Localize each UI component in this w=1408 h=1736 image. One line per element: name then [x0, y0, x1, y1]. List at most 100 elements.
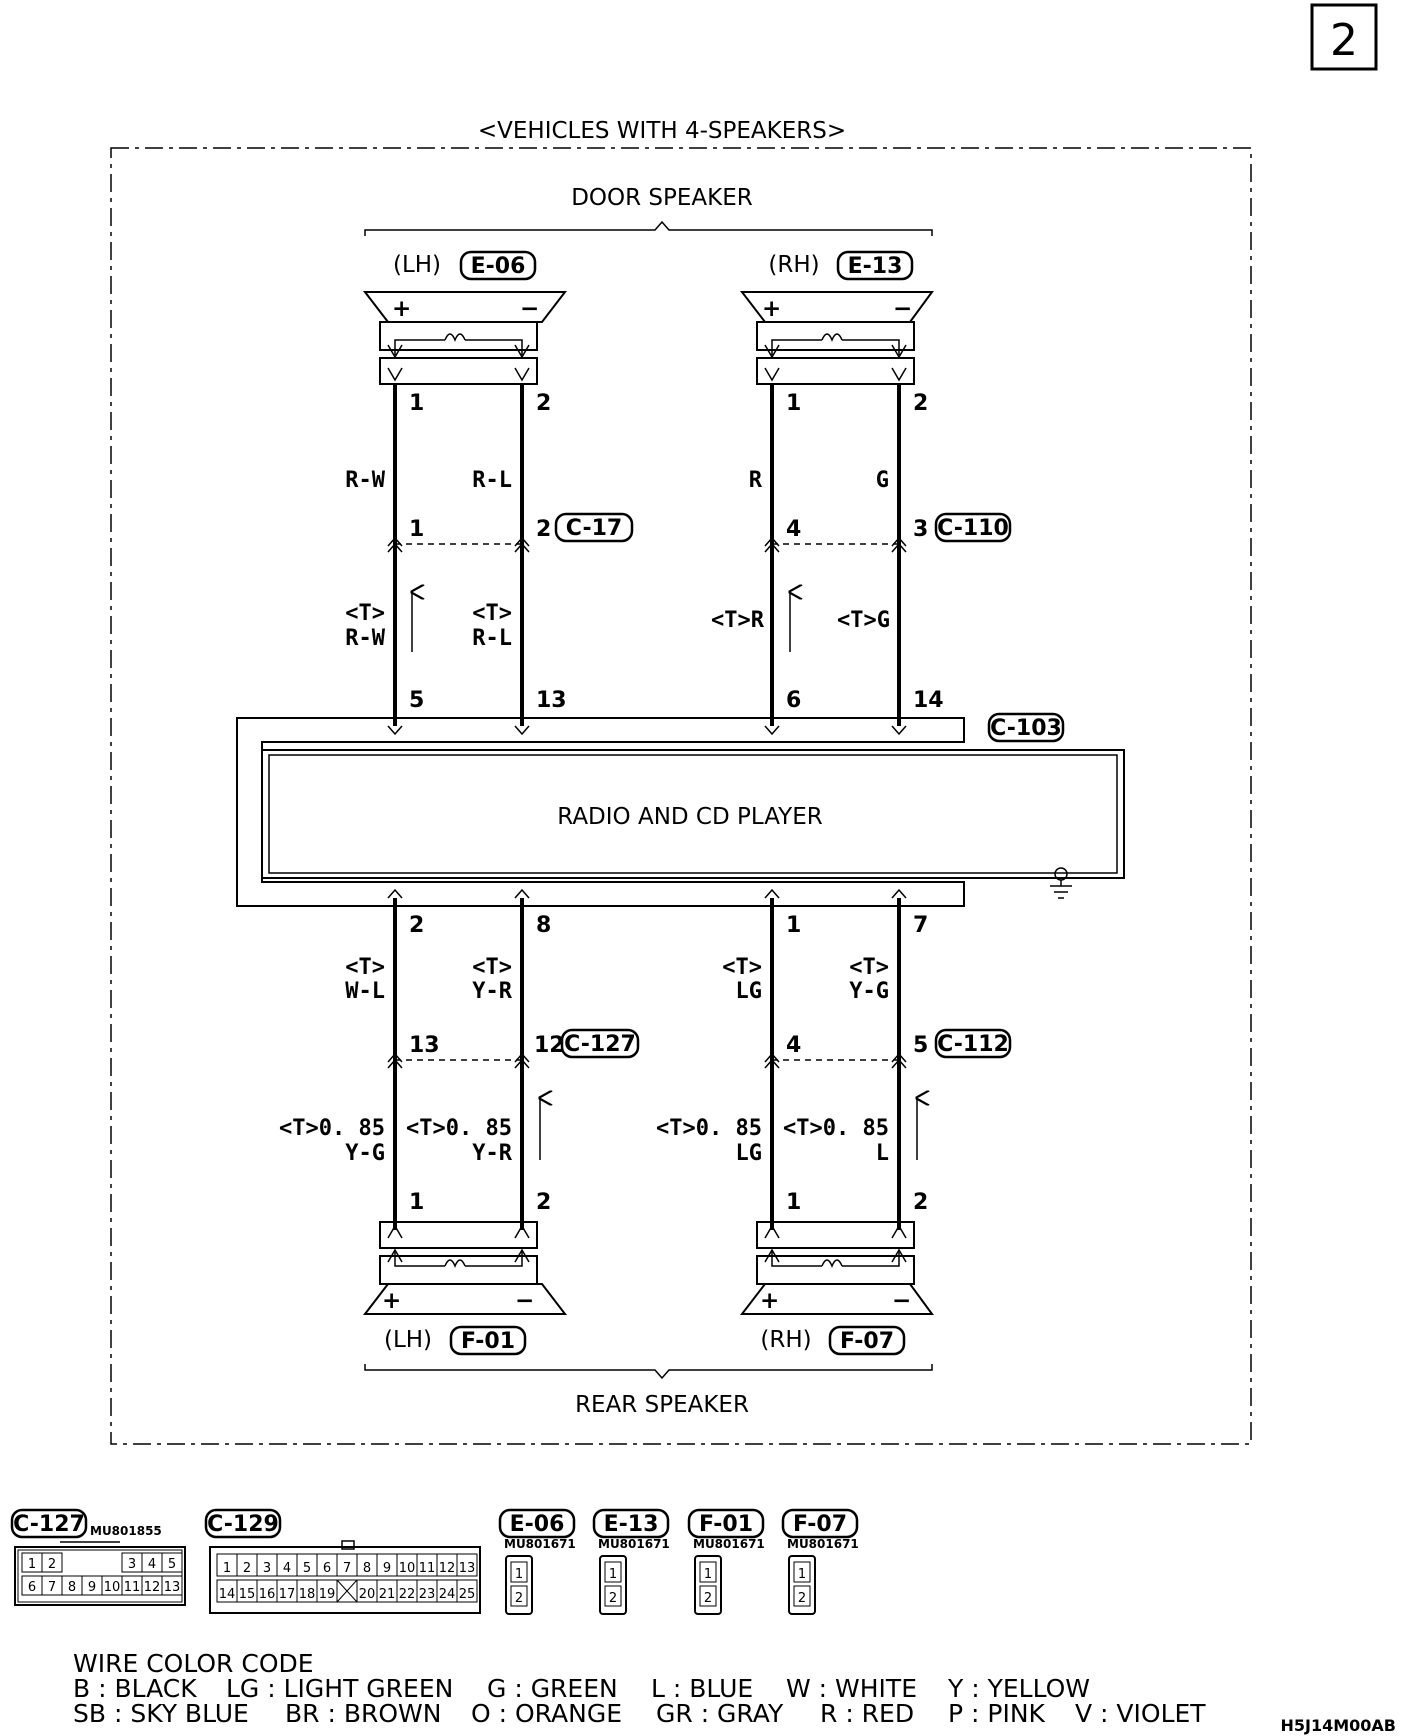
- svg-text:11: 11: [124, 1580, 141, 1595]
- unit-pin-1: 1: [786, 913, 801, 938]
- c129-pin-2: 2: [236, 1553, 258, 1577]
- c129-pin-14: 14: [216, 1579, 238, 1603]
- svg-text:2: 2: [515, 1591, 523, 1606]
- rear-rh-wire-a: <T>0. 85: [656, 1116, 762, 1141]
- svg-text:2: 2: [243, 1561, 251, 1576]
- c127-pin-9: 9: [81, 1575, 103, 1596]
- small-connector-part: MU801671: [787, 1537, 859, 1551]
- c129-name: C-129: [207, 1512, 279, 1537]
- small-connector-name: F-01: [699, 1512, 753, 1537]
- unit-pin-5: 5: [409, 688, 424, 713]
- wire-code-r: R : RED: [820, 1699, 914, 1728]
- c129-pin-6: 6: [316, 1553, 338, 1577]
- rear-speaker-brace: [364, 1364, 933, 1380]
- small-e-13-pin-2: 2: [604, 1585, 622, 1607]
- wire-code-y: Y : YELLOW: [947, 1674, 1090, 1703]
- rear-lh-minus: −: [515, 1288, 534, 1314]
- rear-rh-side: (RH): [760, 1327, 811, 1353]
- wire-code-b: B : BLACK: [73, 1674, 197, 1703]
- rear-lh-wire-b2: Y-R: [472, 1141, 512, 1166]
- door-lh-wire-b: R-L: [472, 468, 512, 493]
- rear-rh-wire-b2: L: [876, 1141, 889, 1166]
- svg-text:9: 9: [383, 1561, 391, 1576]
- jc127-pin-b: 12: [534, 1033, 565, 1058]
- c127-name: C-127: [13, 1512, 85, 1537]
- small-connectors: E-06MU80167112E-13MU80167112F-01MU801671…: [498, 1508, 859, 1615]
- door-lh-twire-b: <T>: [472, 601, 512, 626]
- door-lh-twire-a2: R-W: [345, 626, 385, 651]
- unit-label: RADIO AND CD PLAYER: [557, 804, 822, 830]
- small-connector-name: E-13: [604, 1512, 659, 1537]
- c129-pin-20: 20: [356, 1579, 378, 1603]
- svg-text:1: 1: [223, 1561, 231, 1576]
- svg-text:24: 24: [439, 1587, 456, 1602]
- c127-pin-12: 12: [141, 1575, 163, 1596]
- unit-pin-8: 8: [536, 913, 551, 938]
- door-lh-pin-b: 2: [536, 391, 551, 416]
- svg-text:6: 6: [28, 1580, 36, 1595]
- door-rh-connector: E-13: [848, 254, 903, 279]
- c127-pin-10: 10: [101, 1575, 123, 1596]
- wire-code-g: G : GREEN: [487, 1674, 618, 1703]
- svg-text:3: 3: [128, 1557, 136, 1572]
- jc112-connector: C-112: [937, 1032, 1009, 1057]
- door-lh-plus: +: [392, 296, 411, 322]
- svg-text:10: 10: [399, 1561, 416, 1576]
- svg-text:19: 19: [319, 1587, 336, 1602]
- lower-labels: 2 8 1 7 <T> W-L <T> Y-R <T> LG <T> Y-G 1…: [279, 913, 1012, 1215]
- door-lh-twire-b2: R-L: [472, 626, 512, 651]
- rear-lh-twire-b2: Y-R: [472, 979, 512, 1004]
- svg-text:13: 13: [459, 1561, 476, 1576]
- rear-lh-pin-a: 1: [409, 1190, 424, 1215]
- svg-text:1: 1: [28, 1557, 36, 1572]
- c127-part: MU801855: [90, 1524, 162, 1538]
- section-title: <VEHICLES WITH 4-SPEAKERS>: [478, 118, 846, 144]
- door-rh-pin-b: 2: [913, 391, 928, 416]
- rear-lh-wire-b: <T>0. 85: [406, 1116, 512, 1141]
- c127-pin-3: 3: [121, 1552, 143, 1573]
- unit-connector: C-103: [990, 716, 1062, 741]
- svg-text:25: 25: [459, 1587, 476, 1602]
- svg-text:2: 2: [609, 1591, 617, 1606]
- c127-pin-5: 5: [161, 1552, 183, 1573]
- svg-text:2: 2: [704, 1591, 712, 1606]
- svg-text:17: 17: [279, 1587, 296, 1602]
- jc17-pin-b: 2: [536, 517, 551, 542]
- vehicle-variant-frame: [110, 147, 1252, 1445]
- svg-text:4: 4: [148, 1557, 156, 1572]
- rear-speaker-title: REAR SPEAKER: [575, 1392, 749, 1418]
- rear-rh-twire-a2: LG: [736, 979, 763, 1004]
- page-number-box: 2: [1310, 3, 1378, 71]
- rear-lh-side: (LH): [384, 1327, 432, 1353]
- door-lh-pin-a: 1: [409, 391, 424, 416]
- svg-text:8: 8: [68, 1580, 76, 1595]
- svg-text:15: 15: [239, 1587, 256, 1602]
- wire-color-code: WIRE COLOR CODE B : BLACK LG : LIGHT GRE…: [73, 1649, 1206, 1728]
- rear-lh-wire-a2: Y-G: [345, 1141, 385, 1166]
- wire-code-p: P : PINK: [948, 1699, 1046, 1728]
- rear-rh-minus: −: [892, 1288, 911, 1314]
- c129-pin-19: 19: [316, 1579, 338, 1603]
- unit-pin-2: 2: [409, 913, 424, 938]
- small-connector-part: MU801671: [598, 1537, 670, 1551]
- svg-text:11: 11: [419, 1561, 436, 1576]
- svg-text:2: 2: [48, 1557, 56, 1572]
- rear-speaker-rh: + − (RH) F-07: [739, 1221, 934, 1356]
- wire-code-v: V : VIOLET: [1075, 1699, 1206, 1728]
- door-lh-twire-a: <T>: [345, 601, 385, 626]
- small-connector-part: MU801671: [693, 1537, 765, 1551]
- jc127-connector: C-127: [564, 1032, 636, 1057]
- svg-text:5: 5: [303, 1561, 311, 1576]
- rear-lh-connector: F-01: [461, 1329, 515, 1354]
- small-e-06-pin-2: 2: [510, 1585, 528, 1607]
- small-connector-part: MU801671: [504, 1537, 576, 1551]
- rear-lh-pin-b: 2: [536, 1190, 551, 1215]
- svg-text:12: 12: [439, 1561, 456, 1576]
- svg-text:3: 3: [263, 1561, 271, 1576]
- jc127-pin-a: 13: [409, 1033, 440, 1058]
- jc17-pin-a: 1: [409, 517, 424, 542]
